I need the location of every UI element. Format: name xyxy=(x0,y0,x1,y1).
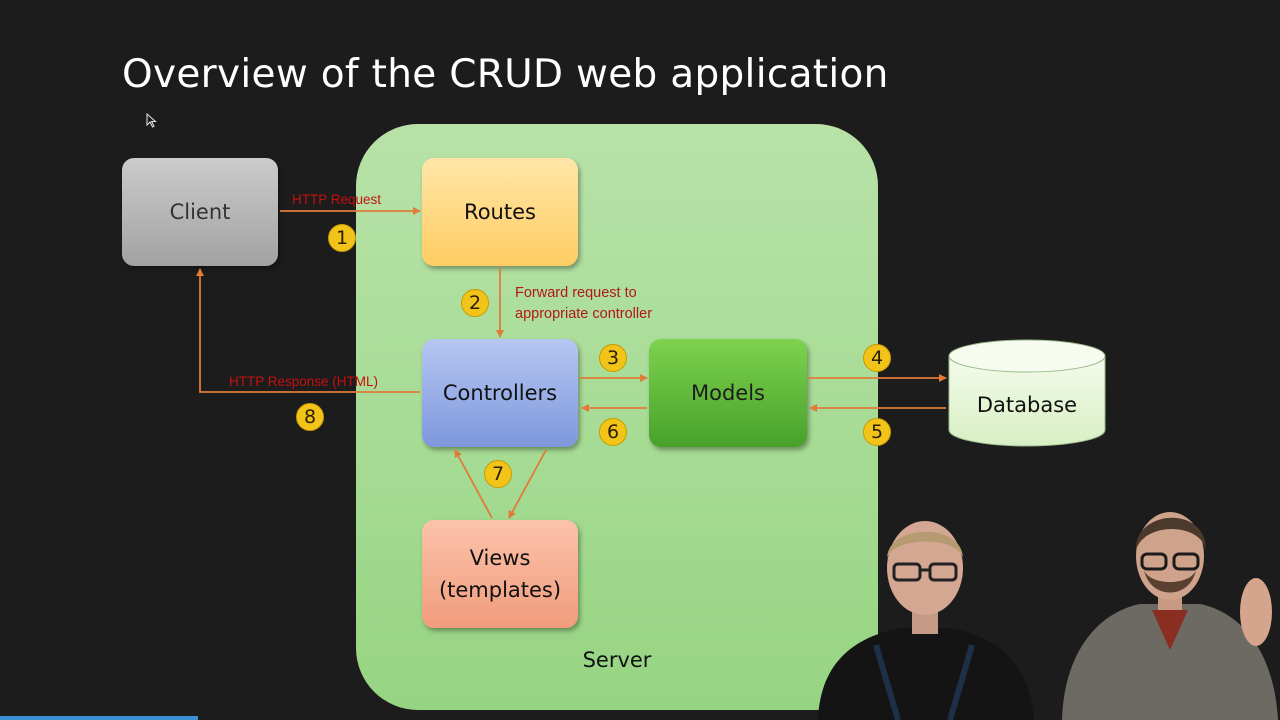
views-sublabel: (templates) xyxy=(438,578,562,602)
client-box: Client xyxy=(122,158,278,266)
client-label: Client xyxy=(169,200,231,224)
step-badge-5: 5 xyxy=(863,418,891,446)
video-progress-bar[interactable] xyxy=(0,716,199,720)
server-label: Server xyxy=(582,648,652,672)
arrow-controllers-to-views xyxy=(508,449,547,519)
database-cylinder: Database xyxy=(948,338,1106,448)
mouse-cursor-icon xyxy=(146,113,157,128)
views-box: Views (templates) xyxy=(422,520,578,628)
step-badge-8: 8 xyxy=(296,403,324,431)
http-request-label: HTTP Request xyxy=(292,192,382,207)
arrow-controllers-to-client xyxy=(196,268,420,393)
step-badge-2: 2 xyxy=(461,289,489,317)
database-label: Database xyxy=(976,393,1078,417)
arrow-views-to-controllers xyxy=(454,449,493,519)
step-badge-1: 1 xyxy=(328,224,356,252)
routes-box: Routes xyxy=(422,158,578,266)
routes-label: Routes xyxy=(464,200,536,224)
slide-title: Overview of the CRUD web application xyxy=(122,52,889,97)
presenter-right xyxy=(1062,512,1278,720)
forward-request-label: Forward request to appropriate controlle… xyxy=(515,283,652,325)
controllers-label: Controllers xyxy=(442,381,558,405)
presenter-left xyxy=(818,521,1034,720)
step-badge-3: 3 xyxy=(599,344,627,372)
forward-request-line1: Forward request to xyxy=(515,285,637,301)
step-badge-4: 4 xyxy=(863,344,891,372)
forward-request-line2: appropriate controller xyxy=(515,306,653,322)
step-badge-7: 7 xyxy=(484,460,512,488)
http-response-label: HTTP Response (HTML) xyxy=(229,374,379,389)
step-badge-6: 6 xyxy=(599,418,627,446)
views-label: Views xyxy=(469,546,531,570)
database-icon xyxy=(948,339,1106,447)
models-box: Models xyxy=(649,339,807,447)
models-label: Models xyxy=(691,381,765,405)
controllers-box: Controllers xyxy=(422,339,578,447)
